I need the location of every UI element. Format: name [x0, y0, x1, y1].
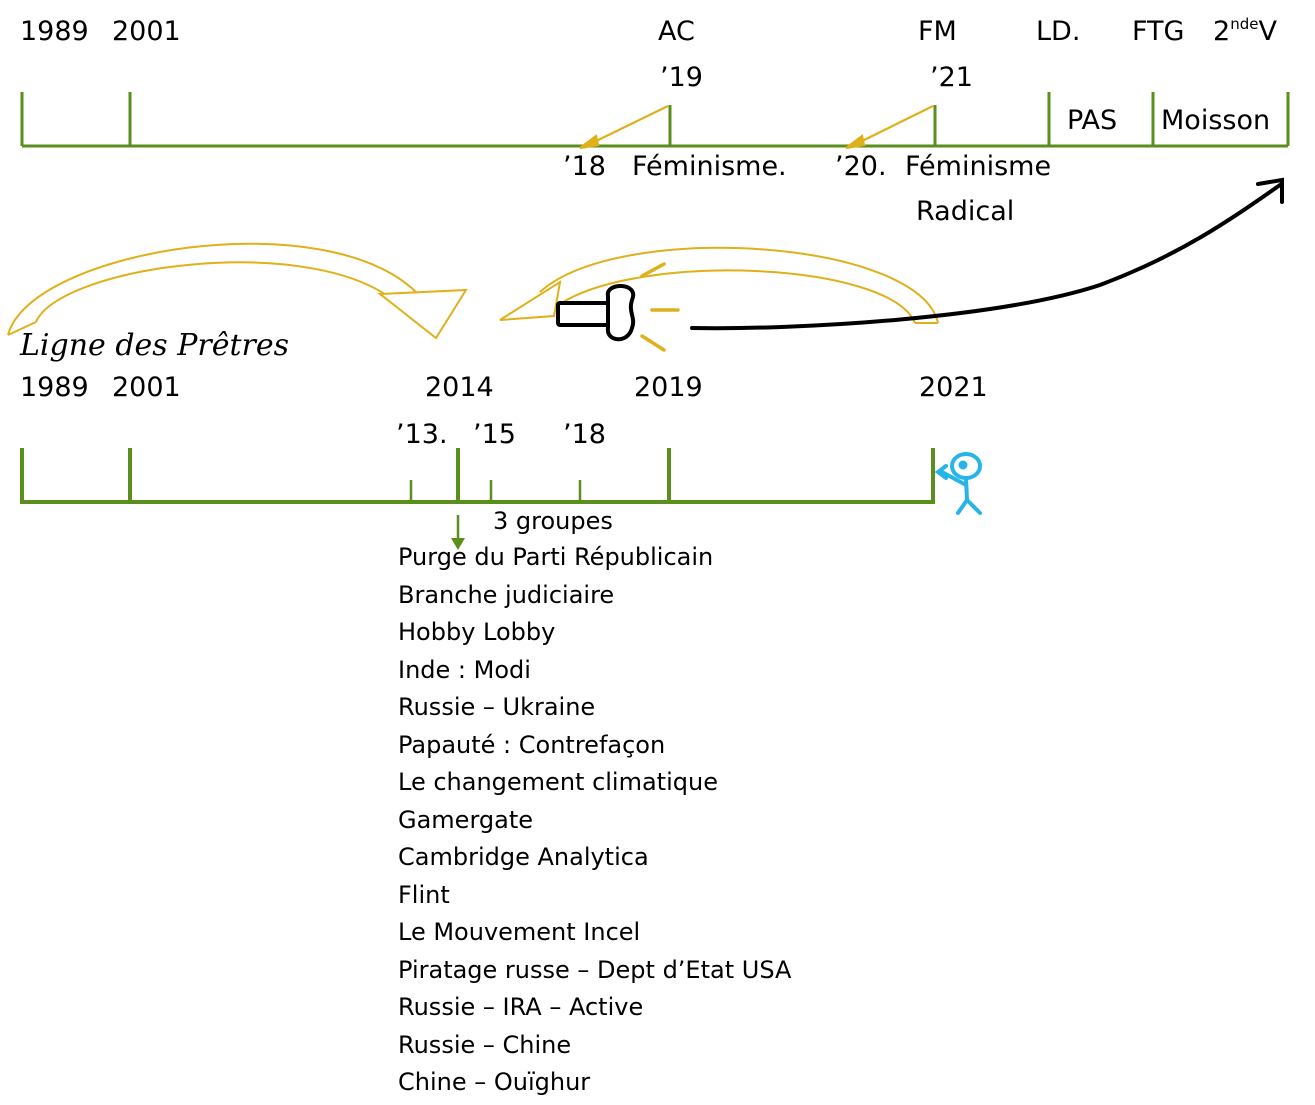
event-item: Hobby Lobby [398, 618, 556, 646]
below-feminisme: Féminisme. [632, 151, 787, 182]
top-marker-fm-year: ’21 [930, 62, 973, 93]
top-year-1989: 1989 [20, 16, 89, 47]
top-marker-ac: AC [658, 16, 695, 47]
top-timeline-line [20, 92, 1290, 148]
top-label-ld: LD. [1036, 16, 1081, 47]
event-item: Chine – Ouïghur [398, 1068, 591, 1096]
stick-figure-icon [934, 452, 982, 515]
event-item: Le Mouvement Incel [398, 918, 641, 946]
bottom-year-2019: 2019 [634, 372, 703, 403]
event-item: Cambridge Analytica [398, 843, 649, 871]
event-item: Purge du Parti Républicain [398, 543, 714, 571]
bottom-year-2001: 2001 [112, 372, 181, 403]
groups-label: 3 groupes [493, 507, 613, 535]
bottom-minor-18: ’18 [563, 419, 606, 450]
bottom-year-2014: 2014 [425, 372, 494, 403]
top-year-2001: 2001 [112, 16, 181, 47]
bottom-title: Ligne des Prêtres [20, 328, 290, 363]
below-year-18: ’18 [563, 151, 606, 182]
event-item: Papauté : Contrefaçon [398, 730, 666, 759]
below-year-20: ’20. [835, 151, 887, 182]
bottom-minor-15: ’15 [473, 419, 516, 450]
below-radical: Radical [916, 196, 1015, 227]
top-back-arrows [579, 105, 934, 150]
top-marker-ac-year: ’19 [660, 62, 703, 93]
top-marker-fm: FM [918, 16, 957, 47]
event-item: Gamergate [398, 805, 534, 834]
top-label-v: V [1258, 16, 1277, 47]
flashlight-icon [556, 283, 636, 342]
bottom-minor-13: ’13. [396, 419, 448, 450]
event-item: Russie – IRA – Active [398, 993, 644, 1021]
segment-pas: PAS [1067, 105, 1118, 136]
event-item: Russie – Chine [398, 1030, 572, 1059]
flashlight-rays [640, 262, 680, 352]
below-feminisme-radical: Féminisme [905, 151, 1052, 182]
event-item: Branche judiciaire [398, 580, 615, 609]
top-label-2nde-v: 2ndeV [1213, 15, 1277, 47]
top-label-nde: nde [1230, 15, 1259, 33]
top-label-2: 2 [1213, 16, 1231, 47]
left-hollow-arrow [7, 242, 468, 340]
black-curved-arrow [690, 177, 1284, 331]
right-hollow-arrow [499, 246, 939, 324]
bottom-timeline-line [20, 448, 935, 550]
bottom-year-2021: 2021 [919, 372, 988, 403]
segment-moisson: Moisson [1161, 105, 1271, 136]
event-item: Flint [398, 880, 450, 909]
top-label-ftg: FTG [1132, 16, 1185, 47]
event-item: Le changement climatique [398, 768, 718, 796]
event-item: Russie – Ukraine [398, 693, 596, 721]
event-item: Piratage russe – Dept d’Etat USA [398, 955, 792, 984]
bottom-year-1989: 1989 [20, 372, 89, 403]
event-item: Inde : Modi [398, 655, 531, 684]
